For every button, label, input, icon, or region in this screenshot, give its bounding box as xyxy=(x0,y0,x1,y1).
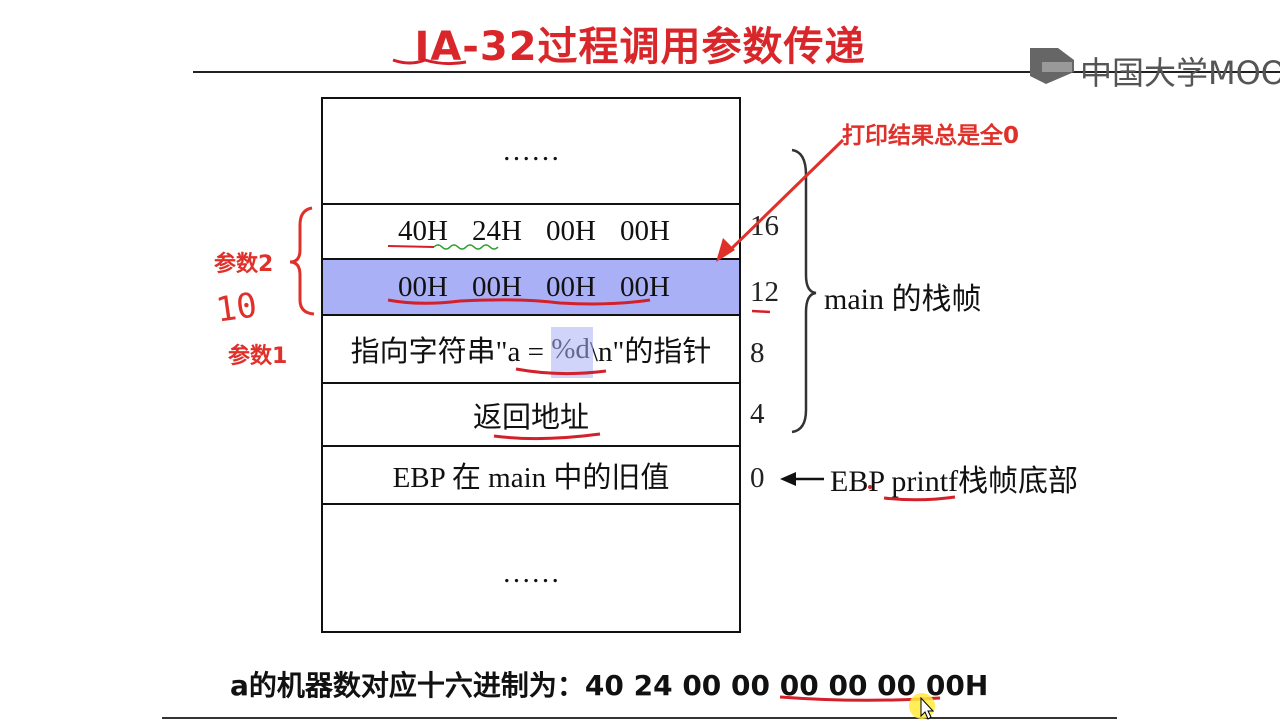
bottom-divider xyxy=(162,717,1117,719)
underline-stroke xyxy=(515,367,607,376)
red-arrow-head-icon xyxy=(716,238,735,262)
stack-cell-offset-8: 指向字符串"a = %d\n"的指针 xyxy=(323,316,739,384)
stack-diagram: …… 40H 24H 00H 00H 00H 00H 00H 00H 指向字符串… xyxy=(321,97,741,633)
stack-cell-offset-12: 00H 00H 00H 00H xyxy=(323,260,739,316)
slide-title: IA-32过程调用参数传递 xyxy=(414,24,866,70)
left-brace-icon xyxy=(289,206,315,316)
param1-label: 参数1 xyxy=(228,344,288,369)
stack-cell-offset-16: 40H 24H 00H 00H xyxy=(323,205,739,260)
underline-stroke xyxy=(751,309,771,314)
byte: 00H xyxy=(620,270,670,303)
print-result-note: 打印结果总是全0 xyxy=(842,123,1020,149)
ebp-arrow-head-icon xyxy=(780,472,796,486)
right-brace-icon xyxy=(791,148,817,434)
pen-dot xyxy=(868,485,872,489)
underline-stroke xyxy=(387,245,435,248)
stack-cell-offset-4: 返回地址 xyxy=(323,384,739,447)
mooc-logo: 中国大学MOOC xyxy=(1028,46,1280,92)
byte: 00H xyxy=(472,270,522,303)
red-arrow-line xyxy=(726,138,845,254)
offset-label: 4 xyxy=(750,398,765,430)
title-underline-stroke xyxy=(392,58,467,66)
underline-stroke xyxy=(883,495,956,502)
offset-label: 0 xyxy=(750,462,765,494)
stack-cell-bottom-ellipsis: …… xyxy=(502,557,560,589)
underline-stroke xyxy=(387,298,651,306)
frame-bottom-label: 栈帧底部 xyxy=(958,465,1079,498)
underline-stroke xyxy=(493,432,601,441)
ebp-label: EBP xyxy=(830,465,884,498)
byte: 24H xyxy=(472,215,522,247)
format-pointer-pre: 指向字符串"a = xyxy=(350,336,552,368)
stack-cell-offset-0: EBP 在 main 中的旧值 xyxy=(323,447,739,505)
byte: 00H xyxy=(620,215,670,247)
squiggle-stroke xyxy=(433,244,499,250)
byte: 40H xyxy=(398,215,448,247)
printf-label: printf xyxy=(891,465,959,498)
offset-label: 8 xyxy=(750,337,765,369)
byte: 00H xyxy=(546,270,596,303)
format-specifier-highlight xyxy=(551,327,593,378)
byte: 00H xyxy=(546,215,596,247)
offset-label: 12 xyxy=(750,276,779,308)
byte: 00H xyxy=(398,270,448,303)
logo-text: 中国大学MOOC xyxy=(1080,54,1280,92)
param2-label: 参数2 xyxy=(214,252,274,277)
stack-cell-top-ellipsis: …… xyxy=(323,99,739,205)
main-frame-label: main 的栈帧 xyxy=(824,283,982,316)
machine-number-text: a的机器数对应十六进制为：40 24 00 00 00 00 00 00H xyxy=(230,669,989,702)
mouse-cursor-icon xyxy=(920,696,935,720)
format-pointer-post: \n"的指针 xyxy=(589,336,712,368)
mooc-logo-icon xyxy=(1030,48,1074,84)
ebp-note: EBP printf栈帧底部 xyxy=(830,456,1078,500)
title-divider xyxy=(193,71,1280,73)
